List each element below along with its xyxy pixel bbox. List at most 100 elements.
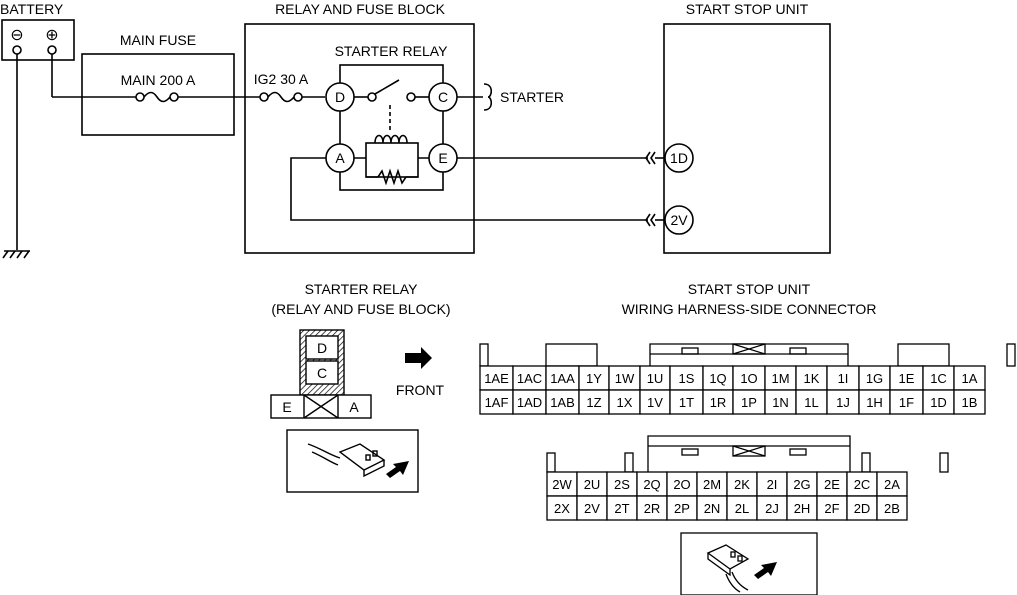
starter-label: STARTER — [500, 89, 564, 105]
connector1-center-cross — [732, 343, 766, 355]
connector-pin-label: 2B — [884, 501, 900, 516]
unit-pin-1d — [664, 143, 694, 173]
unit-pictogram-connector-side — [707, 553, 731, 577]
connector-pin-label: 2V — [584, 501, 600, 516]
starter-relay-label: STARTER RELAY — [335, 43, 448, 59]
unit-pin-1d-label: 1D — [670, 150, 688, 166]
connector-pin-label: 2R — [644, 501, 661, 516]
main-fuse-box — [81, 53, 235, 136]
unit-view-subtitle: WIRING HARNESS-SIDE CONNECTOR — [622, 301, 877, 317]
connector-pin-label: 1D — [930, 395, 947, 410]
connector-pin-label: 1B — [962, 395, 978, 410]
pictogram-wire — [725, 573, 741, 593]
connector-pin-label: 2J — [765, 501, 779, 516]
battery-pos-terminal — [47, 45, 57, 55]
connector-pin-label: 1AF — [485, 395, 509, 410]
connector-pin-label: 1Z — [586, 395, 601, 410]
connector2-center-key — [732, 445, 766, 457]
fuse-terminal — [169, 92, 179, 102]
pictogram-connector-icon — [338, 443, 386, 471]
connector-pin-label: 2A — [884, 477, 900, 492]
connector-cell — [846, 471, 878, 497]
connector-pin-label: 1H — [866, 395, 883, 410]
connector-cell — [636, 471, 668, 497]
connector-pin-label: 1E — [899, 371, 915, 386]
coil-frame — [365, 142, 419, 178]
connector-pin-label: 1X — [617, 395, 633, 410]
unit-pin-2v — [664, 205, 694, 235]
connector2-lock-tab — [939, 452, 949, 473]
relay-pin-e-label: E — [438, 150, 447, 166]
unit-view-title: START STOP UNIT — [688, 281, 811, 297]
connector-pin-label: 1O — [740, 371, 757, 386]
connector-cell — [479, 389, 514, 415]
connector-pin-label: 1AA — [550, 371, 575, 386]
relay-pin-c-label: C — [438, 89, 448, 105]
connector-cell — [696, 495, 728, 521]
connector-pin-label: 2N — [704, 501, 721, 516]
pictogram-wire — [731, 571, 749, 591]
battery-label: BATTERY — [0, 1, 64, 17]
pictogram-wire — [311, 451, 339, 466]
relay-face-d: D — [317, 340, 327, 356]
connector-cell — [876, 471, 908, 497]
ground-hatch — [16, 250, 23, 259]
connector-pin-label: 1AE — [484, 371, 509, 386]
connector-pin-label: 2G — [793, 477, 810, 492]
fuse-terminal — [293, 92, 303, 102]
relay-face-c: C — [317, 365, 327, 381]
pictogram-connector-side — [363, 460, 385, 478]
connector-pin-label: 2K — [734, 477, 750, 492]
ground-hatch — [23, 250, 30, 259]
relay-pin-a-label: A — [335, 150, 345, 166]
connector1-lock-tab — [479, 343, 489, 367]
relay-face-e: E — [282, 399, 291, 415]
connector-pin-label: 1S — [679, 371, 695, 386]
battery-box — [1, 19, 75, 61]
connector-pin-label: 2O — [673, 477, 690, 492]
ground-hatch — [2, 250, 9, 259]
connector-pin-label: 2P — [674, 501, 690, 516]
relay-resistor — [366, 168, 418, 186]
battery-neg-symbol: ⊖ — [10, 27, 23, 44]
unit-pictogram-connector-icon — [706, 544, 750, 570]
connector-pin-label: 2M — [703, 477, 721, 492]
connector-pin-label: 1T — [679, 395, 694, 410]
connector-pin-label: 2U — [584, 477, 601, 492]
ig2-fuse-element — [267, 91, 295, 103]
relay-fuse-block-box — [244, 23, 475, 254]
fuse-terminal — [259, 92, 269, 102]
connector-cell — [795, 365, 828, 391]
connector-cell — [666, 495, 698, 521]
relay-pictogram-frame — [286, 429, 419, 493]
connector-cell — [546, 495, 578, 521]
connector2-lock-tab — [624, 452, 634, 473]
connector-pin-label: 1Q — [709, 371, 726, 386]
connector-mark — [645, 213, 656, 227]
connector-cell — [764, 389, 797, 415]
connector-cell — [876, 495, 908, 521]
connector1-latch — [789, 347, 807, 355]
connector-cell — [786, 495, 818, 521]
start-stop-unit-label: START STOP UNIT — [686, 1, 809, 17]
relay-pin-d-label: D — [335, 89, 345, 105]
connector-pin-label: 1AC — [517, 371, 542, 386]
connector2-latch — [789, 448, 807, 456]
connector1-hood — [649, 343, 849, 366]
connector1-key — [545, 343, 598, 367]
unit-pin-2v-label: 2V — [670, 212, 688, 228]
relay-face-cross — [303, 394, 339, 419]
relay-view-subtitle: (RELAY AND FUSE BLOCK) — [271, 301, 450, 317]
connector-cell — [756, 495, 788, 521]
connector-pin-label: 2I — [767, 477, 778, 492]
connector-pin-label: 1V — [647, 395, 663, 410]
connector-pin-label: 1I — [838, 371, 849, 386]
pictogram-pin — [372, 450, 378, 457]
connector-cell — [639, 389, 671, 415]
main-fuse-element — [143, 91, 171, 103]
switch-contact — [406, 92, 416, 102]
relay-face-a: A — [349, 399, 359, 415]
switch-arm — [374, 79, 400, 95]
battery-pos-symbol: ⊕ — [45, 27, 58, 44]
